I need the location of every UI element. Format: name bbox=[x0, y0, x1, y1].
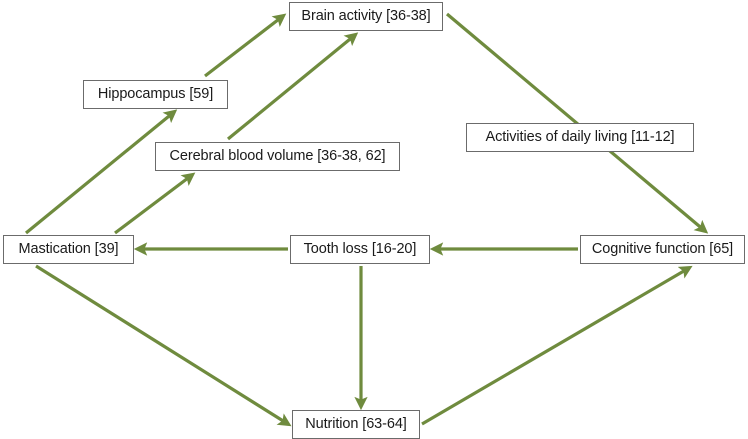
edge-arrow-nutrition-to-cognitive-function bbox=[421, 265, 693, 426]
node-box-cerebral-blood-volume[interactable]: Cerebral blood volume [36-38, 62] bbox=[155, 142, 400, 171]
node-box-hippocampus[interactable]: Hippocampus [59] bbox=[83, 80, 228, 109]
node-box-mastication[interactable]: Mastication [39] bbox=[3, 235, 134, 264]
node-label-cognitive-function: Cognitive function [65] bbox=[591, 241, 734, 258]
node-label-activities-of-daily-living: Activities of daily living [11-12] bbox=[485, 129, 675, 146]
edge-arrow-mastication-to-cerebral-blood-volume bbox=[114, 172, 196, 235]
edge-arrow-cerebral-blood-volume-to-brain-activity bbox=[226, 32, 359, 141]
node-label-brain-activity: Brain activity [36-38] bbox=[301, 8, 431, 25]
node-label-mastication: Mastication [39] bbox=[18, 241, 119, 258]
edge-group bbox=[24, 12, 709, 427]
edge-arrow-hippocampus-to-brain-activity bbox=[204, 13, 287, 78]
node-box-tooth-loss[interactable]: Tooth loss [16-20] bbox=[290, 235, 430, 264]
node-label-cerebral-blood-volume: Cerebral blood volume [36-38, 62] bbox=[169, 148, 386, 165]
node-box-brain-activity[interactable]: Brain activity [36-38] bbox=[289, 2, 443, 31]
node-box-cognitive-function[interactable]: Cognitive function [65] bbox=[580, 235, 745, 264]
node-label-hippocampus: Hippocampus [59] bbox=[97, 86, 214, 103]
edge-arrow-brain-activity-to-cognitive-function bbox=[445, 12, 709, 234]
node-label-nutrition: Nutrition [63-64] bbox=[305, 416, 407, 433]
node-box-nutrition[interactable]: Nutrition [63-64] bbox=[292, 410, 420, 439]
edge-arrow-mastication-to-nutrition bbox=[35, 264, 292, 427]
edge-arrow-mastication-to-hippocampus bbox=[24, 109, 178, 235]
node-box-activities-of-daily-living[interactable]: Activities of daily living [11-12] bbox=[466, 123, 694, 152]
node-label-tooth-loss: Tooth loss [16-20] bbox=[303, 241, 417, 258]
